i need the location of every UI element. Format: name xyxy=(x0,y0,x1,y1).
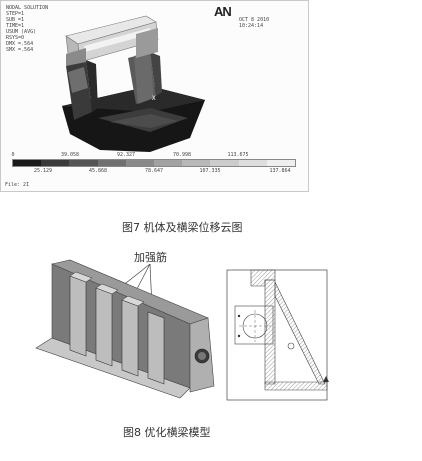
info-line: RSYS=0 xyxy=(6,35,25,41)
legend-swatch xyxy=(266,160,296,166)
legend-swatch xyxy=(69,160,98,166)
info-line: STEP=1 xyxy=(6,11,25,17)
node-marker: X xyxy=(152,95,156,102)
info-line: SMX =.564 xyxy=(6,47,34,53)
date-label: OCT 8 2010 xyxy=(239,17,270,23)
legend-label: 0 xyxy=(11,152,15,158)
file-label: File: 2I xyxy=(5,182,30,188)
info-line: DMX =.564 xyxy=(6,41,34,47)
legend-swatch xyxy=(182,160,211,166)
legend-swatch xyxy=(13,160,42,166)
legend-swatch xyxy=(210,160,239,166)
color-legend xyxy=(12,159,296,167)
legend-swatch xyxy=(125,160,155,166)
legend-label: 70.998 xyxy=(172,152,192,158)
legend-label: 45.868 xyxy=(88,168,108,174)
ansys-logo: AN xyxy=(214,4,232,19)
info-line: USUM (AVG) xyxy=(6,29,37,35)
legend-label: 107.335 xyxy=(199,168,221,174)
legend-label: 25.129 xyxy=(33,168,53,174)
legend-label: 39.058 xyxy=(60,152,80,158)
legend-label: 113.675 xyxy=(227,152,249,158)
ansys-result-panel: NODAL SOLUTION STEP=1 SUB =1 TIME=1 USUM… xyxy=(0,0,309,192)
figure8-caption: 图8 优化横梁模型 xyxy=(123,426,211,439)
legend-swatch xyxy=(97,160,126,166)
figure7-caption: 图7 机体及横梁位移云图 xyxy=(122,221,243,234)
legend-label: 92.327 xyxy=(116,152,136,158)
info-line: TIME=1 xyxy=(6,23,25,29)
machine-displacement-model xyxy=(62,15,205,152)
legend-label: 137.864 xyxy=(269,168,291,174)
info-line: NODAL SOLUTION xyxy=(6,5,49,11)
time-label: 10:24:14 xyxy=(239,23,264,29)
legend-label: 78.647 xyxy=(144,168,164,174)
legend-swatch xyxy=(238,160,267,166)
stiffener-callout: 加强筋 xyxy=(134,251,167,264)
crossbeam-section-drawing xyxy=(226,269,329,401)
info-line: SUB =1 xyxy=(6,17,25,23)
legend-swatch xyxy=(41,160,70,166)
crossbeam-3d-model xyxy=(35,259,215,399)
legend-swatch xyxy=(154,160,183,166)
